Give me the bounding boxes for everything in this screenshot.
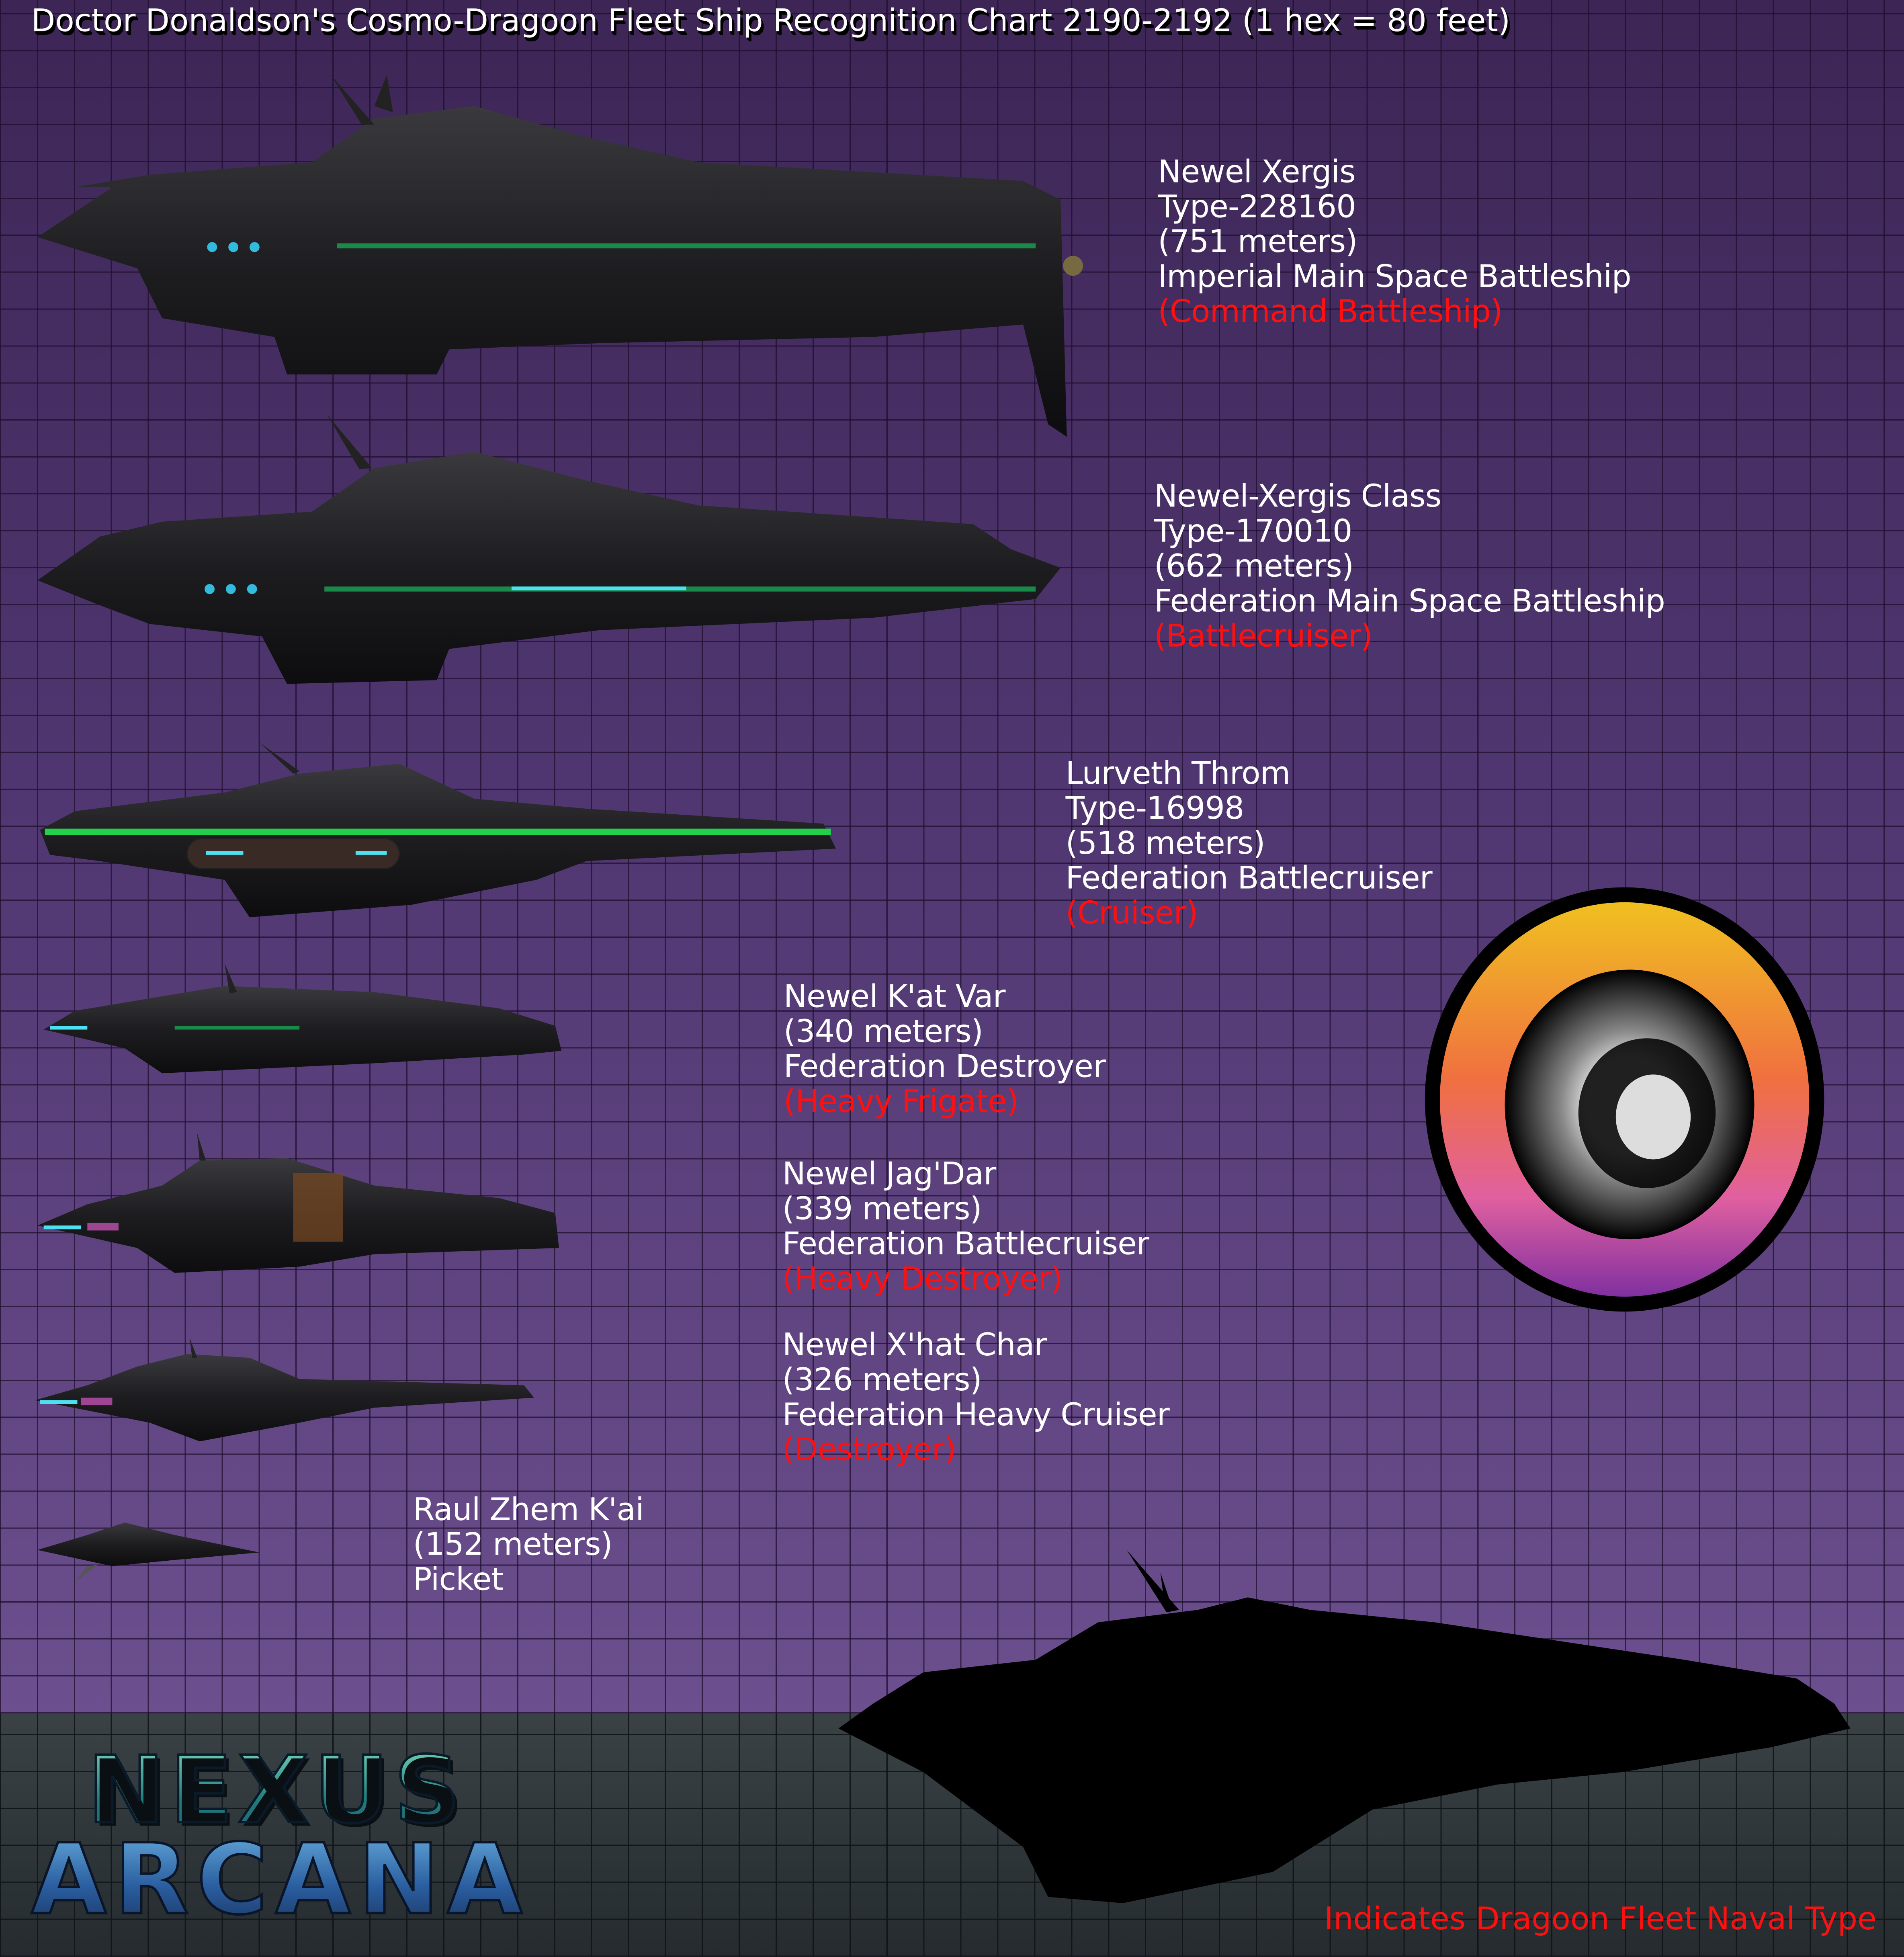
ship-newel-kat-var <box>43 963 562 1074</box>
ship-newel-xergis-class <box>37 414 1061 684</box>
ship-class: Picket <box>413 1561 504 1598</box>
ship-name: Newel Jag'Dar <box>782 1156 996 1192</box>
ship-class: Federation Main Space Battleship <box>1154 582 1665 619</box>
ship-name: Newel K'at Var <box>783 978 1006 1015</box>
ship-label-newel-xhat-char: Newel X'hat Char (326 meters) Federation… <box>782 1326 1170 1468</box>
ship-label-lurveth-throm: Lurveth Throm Type-16998 (518 meters) Fe… <box>1065 755 1433 931</box>
naval-type: (Command Battleship) <box>1158 293 1503 330</box>
ship-label-newel-kat-var: Newel K'at Var (340 meters) Federation D… <box>783 978 1106 1120</box>
ship-lurveth-throm <box>40 742 836 918</box>
ship-name: Lurveth Throm <box>1065 755 1291 791</box>
ship-class: Imperial Main Space Battleship <box>1158 258 1632 295</box>
ship-length: (751 meters) <box>1158 223 1357 260</box>
ship-length: (339 meters) <box>782 1191 982 1227</box>
ship-label-newel-xergis: Newel Xergis Type-228160 (751 meters) Im… <box>1158 153 1632 330</box>
ship-length: (326 meters) <box>782 1361 982 1398</box>
ship-length: (152 meters) <box>413 1526 613 1563</box>
chart-title: Doctor Donaldson's Cosmo-Dragoon Fleet S… <box>31 2 1511 39</box>
ship-length: (662 meters) <box>1154 548 1354 584</box>
ship-class: Federation Battlecruiser <box>1065 860 1433 896</box>
brand-logo-nexus: NEXUS <box>86 1736 465 1846</box>
brand-logo-arcana: ARCANA <box>30 1823 530 1938</box>
ship-length: (518 meters) <box>1065 825 1265 861</box>
naval-type: (Destroyer) <box>782 1431 956 1468</box>
naval-type: (Battlecruiser) <box>1154 617 1373 654</box>
ship-newel-xhat-char <box>35 1338 534 1442</box>
ship-newel-jagdar <box>37 1133 559 1273</box>
ship-name: Newel X'hat Char <box>782 1326 1047 1363</box>
ship-length: (340 meters) <box>783 1013 983 1050</box>
ship-type: Type-170010 <box>1154 513 1352 549</box>
ship-label-newel-jagdar: Newel Jag'Dar (339 meters) Federation Ba… <box>782 1156 1149 1297</box>
ship-type: Type-228160 <box>1158 188 1356 225</box>
ship-name: Newel-Xergis Class <box>1154 478 1441 514</box>
unknown-ship-silhouette <box>838 1550 1851 1903</box>
ship-raul-zhem-kai <box>37 1522 260 1583</box>
ship-name: Raul Zhem K'ai <box>413 1491 644 1528</box>
ship-type: Type-16998 <box>1065 790 1245 826</box>
naval-type: (Heavy Destroyer) <box>782 1260 1063 1297</box>
ship-class: Federation Destroyer <box>783 1048 1106 1085</box>
legend-text: Indicates Dragoon Fleet Naval Type <box>1324 1900 1877 1937</box>
ship-newel-xergis <box>37 75 1083 437</box>
ship-label-newel-xergis-class: Newel-Xergis Class Type-170010 (662 mete… <box>1154 479 1665 654</box>
ship-class: Federation Battlecruiser <box>782 1225 1149 1262</box>
naval-type: (Heavy Frigate) <box>783 1083 1019 1120</box>
ship-label-raul-zhem-kai: Raul Zhem K'ai (152 meters) Picket <box>413 1492 644 1597</box>
naval-type: (Cruiser) <box>1065 895 1198 931</box>
ship-class: Federation Heavy Cruiser <box>782 1396 1170 1433</box>
dragoon-fleet-emblem <box>1425 887 1824 1312</box>
ship-name: Newel Xergis <box>1158 153 1355 190</box>
